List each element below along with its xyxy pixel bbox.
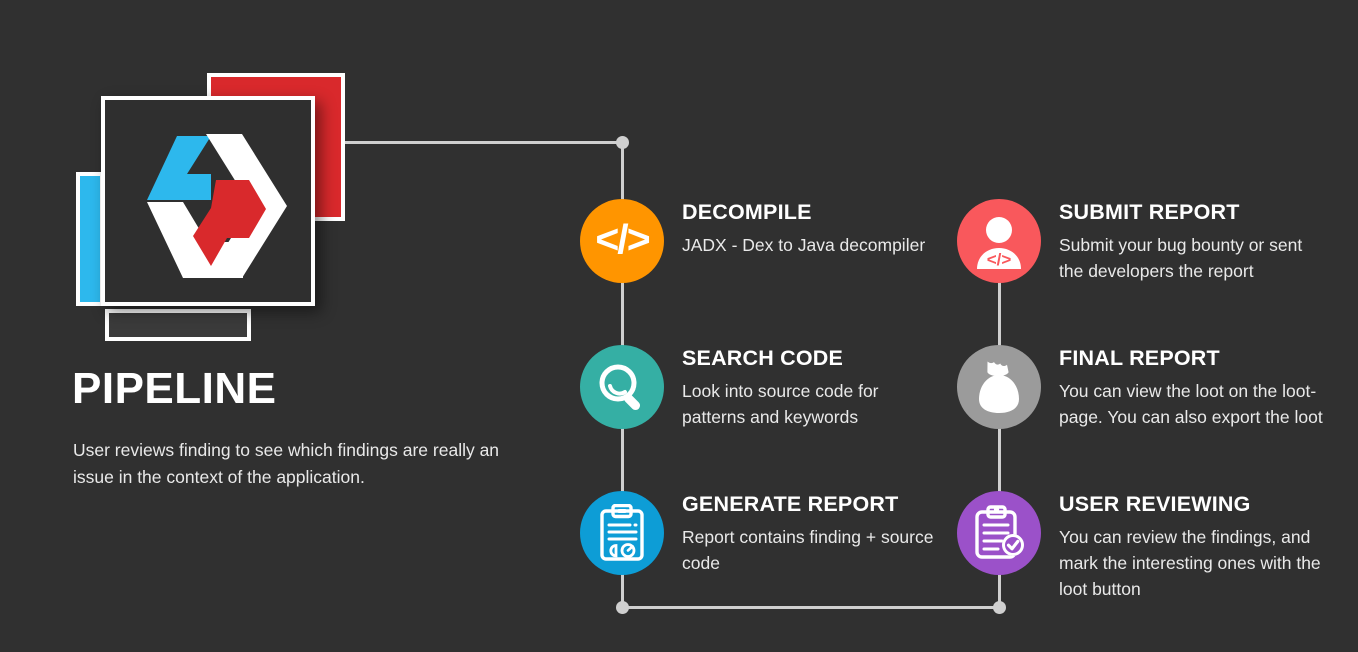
user-reviewing-title: USER REVIEWING xyxy=(1059,492,1251,516)
search-code-title: SEARCH CODE xyxy=(682,346,844,370)
connector-bottom-horizontal xyxy=(621,606,999,609)
user-reviewing-text: USER REVIEWING You can review the findin… xyxy=(1059,492,1327,602)
generate-report-text: GENERATE REPORT Report contains finding … xyxy=(682,492,944,576)
final-report-title: FINAL REPORT xyxy=(1059,346,1220,370)
brand-logo-cards xyxy=(0,0,420,350)
hexagon-chevron-logo-icon xyxy=(147,134,287,278)
clipboard-check-icon xyxy=(975,505,1024,559)
page-subtitle: User reviews finding to see which findin… xyxy=(73,440,500,487)
loot-bag-icon xyxy=(979,361,1019,413)
connector-dot-bottom-right xyxy=(993,601,1006,614)
clipboard-chart-icon xyxy=(600,504,644,561)
search-code-text: SEARCH CODE Look into source code for pa… xyxy=(682,346,944,430)
generate-report-badge xyxy=(580,491,664,575)
connector-top-horizontal xyxy=(345,141,628,144)
user-reviewing-badge xyxy=(957,491,1041,575)
final-report-desc: You can view the loot on the loot-page. … xyxy=(1059,380,1323,427)
submit-report-text: SUBMIT REPORT Submit your bug bounty or … xyxy=(1059,200,1327,284)
decompile-desc: JADX - Dex to Java decompiler xyxy=(682,234,926,255)
page-title: PIPELINE xyxy=(72,364,277,413)
generate-report-title: GENERATE REPORT xyxy=(682,492,899,516)
blue-card xyxy=(76,172,104,306)
back-card xyxy=(105,309,251,341)
decompile-badge: </> xyxy=(580,199,664,283)
submit-report-title: SUBMIT REPORT xyxy=(1059,200,1240,224)
user-reviewing-desc: You can review the findings, and mark th… xyxy=(1059,526,1321,600)
submit-report-desc: Submit your bug bounty or sent the devel… xyxy=(1059,234,1303,281)
final-report-text: FINAL REPORT You can view the loot on th… xyxy=(1059,346,1327,430)
submit-report-badge: </> xyxy=(957,199,1041,283)
search-code-desc: Look into source code for patterns and k… xyxy=(682,380,879,427)
generate-report-desc: Report contains finding + source code xyxy=(682,526,934,573)
magnifier-icon xyxy=(599,364,641,411)
final-report-badge xyxy=(957,345,1041,429)
search-code-badge xyxy=(580,345,664,429)
svg-text:</>: </> xyxy=(987,250,1012,269)
code-brackets-icon: </> xyxy=(595,215,650,262)
user-code-icon: </> xyxy=(977,217,1021,269)
decompile-text: DECOMPILE JADX - Dex to Java decompiler xyxy=(682,200,944,258)
connector-dot-bottom-left xyxy=(616,601,629,614)
decompile-title: DECOMPILE xyxy=(682,200,812,224)
